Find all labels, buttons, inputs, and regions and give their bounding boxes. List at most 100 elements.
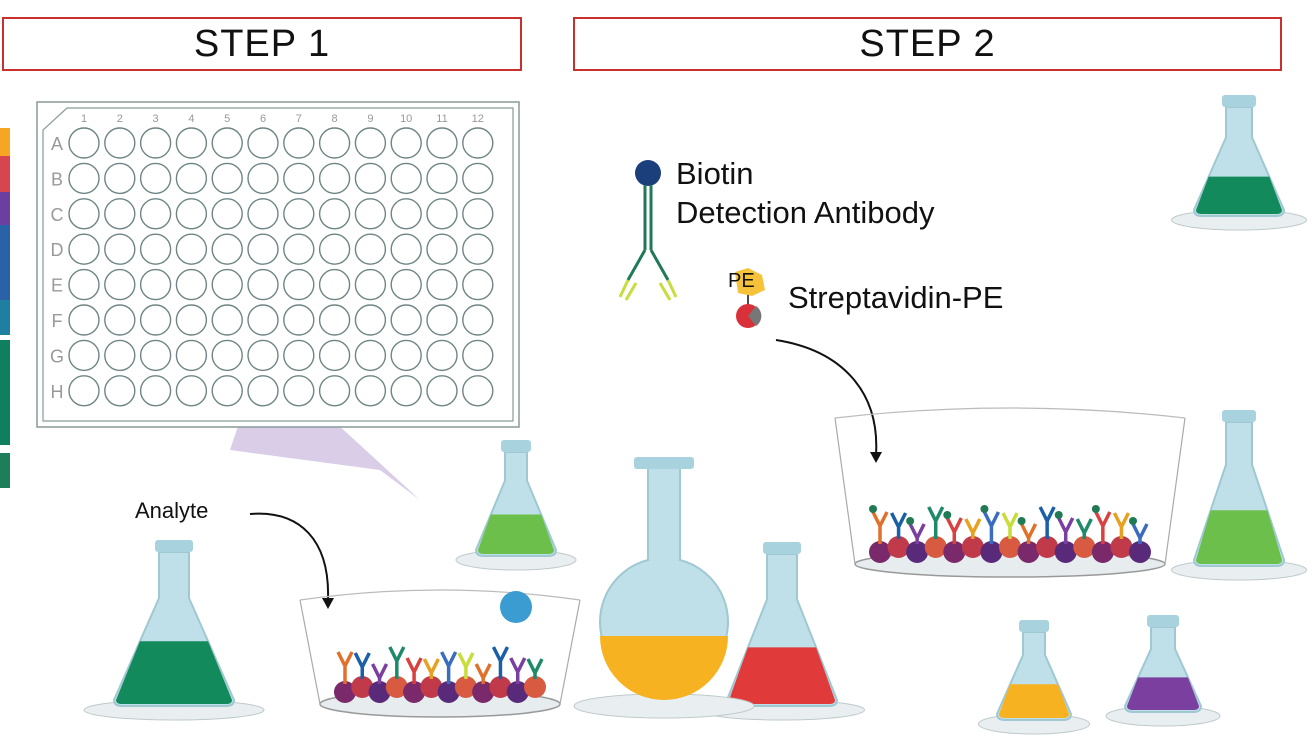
row-label: H <box>51 382 64 402</box>
well-H6 <box>247 375 279 407</box>
well-C4 <box>175 198 208 230</box>
well-F9 <box>354 304 387 336</box>
light-green-flask-right <box>1171 410 1307 581</box>
column-label: 7 <box>296 113 302 125</box>
streptavidin-pe-icon <box>735 268 765 328</box>
well-F7 <box>283 304 315 336</box>
well-G7 <box>283 339 315 372</box>
well-E7 <box>283 268 315 301</box>
color-strip <box>0 128 10 488</box>
well-C8 <box>318 198 351 230</box>
bead <box>489 676 512 698</box>
capture-antibody <box>405 657 423 684</box>
green-flask-top-right <box>1171 95 1307 231</box>
bead <box>1129 541 1151 563</box>
well-E8 <box>318 268 351 301</box>
well-F10 <box>390 304 422 336</box>
capture-antibody <box>1038 506 1056 539</box>
well-F4 <box>175 304 208 336</box>
well-A9 <box>354 127 387 159</box>
bead <box>943 541 966 563</box>
liquid <box>116 641 232 704</box>
capture-antibody <box>1057 517 1075 544</box>
well-E3 <box>139 268 172 301</box>
row-label: C <box>51 205 64 225</box>
well-A6 <box>247 127 279 159</box>
well-A10 <box>390 127 422 159</box>
biotin-dot <box>980 505 989 513</box>
bead <box>924 536 947 558</box>
well-G12 <box>462 339 494 372</box>
well-B12 <box>462 162 494 195</box>
well-D11 <box>426 233 458 265</box>
liquid <box>1196 176 1282 214</box>
row-label: G <box>50 346 64 366</box>
column-label: 12 <box>472 113 484 125</box>
well-D8 <box>318 233 351 265</box>
bead <box>961 536 984 558</box>
liquid <box>600 636 728 700</box>
bead <box>869 541 891 563</box>
well-B3 <box>139 162 172 195</box>
well-C9 <box>354 198 387 230</box>
well-C2 <box>104 198 136 230</box>
bead <box>351 676 374 698</box>
well-D4 <box>175 233 208 265</box>
well-E12 <box>462 268 494 301</box>
well-B5 <box>211 162 243 195</box>
row-label: D <box>51 240 64 260</box>
bead <box>506 681 529 703</box>
bead <box>1110 536 1133 558</box>
liquid <box>1196 510 1282 564</box>
well-D2 <box>104 233 136 265</box>
well-G9 <box>354 339 387 372</box>
liquid <box>999 684 1069 718</box>
well-G3 <box>139 339 172 372</box>
step-1-header: STEP 1 <box>2 17 522 71</box>
column-label: 2 <box>117 113 123 125</box>
biotin-label: Biotin <box>676 156 754 191</box>
well-G11 <box>426 339 458 372</box>
bead <box>980 541 1003 563</box>
well-E9 <box>354 268 387 301</box>
well-F12 <box>462 304 494 336</box>
well-B9 <box>354 162 387 195</box>
streptavidin-pe-label: Streptavidin-PE <box>788 280 1004 315</box>
bead <box>906 541 929 563</box>
well-C3 <box>139 198 172 230</box>
capture-antibody <box>1020 523 1038 544</box>
capture-antibody <box>457 652 475 679</box>
well-H5 <box>211 375 243 407</box>
well-G5 <box>211 339 243 372</box>
column-label: 11 <box>436 113 447 125</box>
well-D5 <box>211 233 243 265</box>
capture-antibody <box>526 658 544 679</box>
well-C10 <box>390 198 422 230</box>
liquid <box>478 514 554 554</box>
capture-antibody <box>422 658 440 679</box>
well-A12 <box>462 127 494 159</box>
well-A11 <box>426 127 458 159</box>
well-D9 <box>354 233 387 265</box>
capture-antibody <box>982 511 1000 544</box>
well-E1 <box>68 268 100 301</box>
bead <box>1017 541 1040 563</box>
well-G8 <box>318 339 351 372</box>
well-G2 <box>104 339 136 372</box>
well-F8 <box>318 304 351 336</box>
well-D7 <box>283 233 315 265</box>
well-H3 <box>139 375 172 407</box>
capture-antibody <box>890 512 908 539</box>
liquid <box>729 647 835 704</box>
column-label: 6 <box>260 113 266 125</box>
light-green-flask <box>455 440 577 571</box>
capture-antibody <box>370 663 389 684</box>
well-D3 <box>139 233 172 265</box>
well-C11 <box>426 198 458 230</box>
capture-antibody <box>945 517 963 544</box>
capture-antibody <box>353 652 371 679</box>
column-label: 5 <box>224 113 230 125</box>
bead <box>334 681 356 703</box>
well-D10 <box>390 233 422 265</box>
